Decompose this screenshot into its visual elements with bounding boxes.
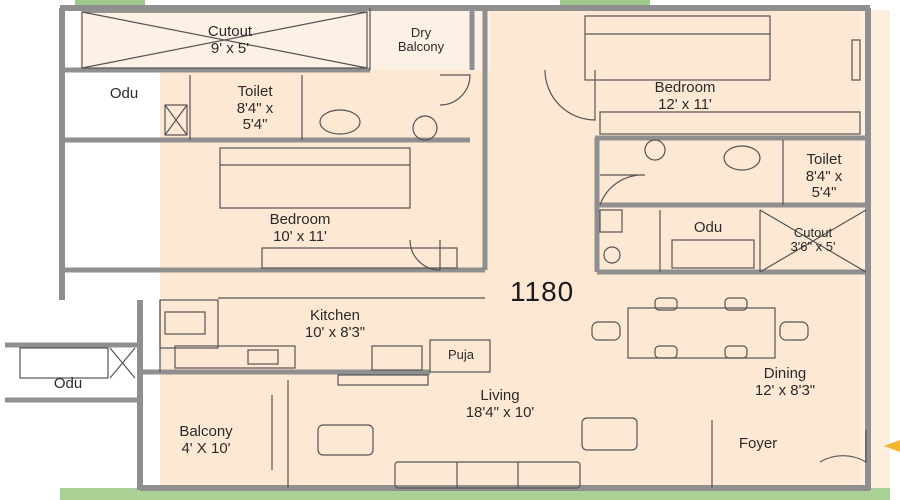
- chair-6: [779, 321, 809, 341]
- label-dry-balcony: Dry Balcony: [372, 25, 470, 55]
- room-name: Living: [480, 387, 520, 404]
- door-second: [409, 239, 441, 271]
- room-dims: 9' x 5': [210, 39, 250, 57]
- room-name: Bedroom: [269, 211, 331, 228]
- room-name: Cutout: [207, 23, 253, 40]
- room-dims: 10' x 11': [273, 227, 327, 245]
- chair-1: [654, 297, 678, 311]
- room-name: Odu: [109, 85, 139, 102]
- dining-table: [627, 307, 776, 359]
- wardrobe-master: [599, 111, 861, 135]
- label-foyer: Foyer: [716, 435, 800, 453]
- toilet-right-wc: [723, 145, 761, 171]
- cutout-right-diag2: [759, 209, 867, 273]
- room-name: Toilet: [806, 151, 842, 168]
- room-dims: 18'4" x 10': [465, 403, 535, 421]
- bed-second: [219, 147, 411, 209]
- kitchen-fridge: [371, 345, 423, 371]
- total-area: 1180: [510, 276, 575, 307]
- label-odu-balcony: Odu: [28, 375, 108, 393]
- terrace-edge-top: [75, 0, 145, 8]
- cutout-top-diag2: [81, 11, 368, 69]
- kitchen-counter: [174, 345, 296, 369]
- room-name: Dining: [763, 365, 807, 382]
- label-puja: Puja: [432, 347, 490, 362]
- room-name: Foyer: [738, 435, 778, 452]
- room-dims: 10' x 8'3": [304, 323, 366, 341]
- entry-arrow: [884, 440, 900, 452]
- room-name: Balcony: [179, 423, 233, 440]
- label-cutout-right: Cutout 3'6" x 5': [760, 225, 866, 255]
- room-name: Dry: [410, 25, 432, 40]
- label-odu-center: Odu: [668, 219, 748, 237]
- room-name: Kitchen: [309, 307, 361, 324]
- floor-fill-main: [160, 10, 870, 495]
- kitchen-sink: [247, 349, 279, 365]
- kitchen-counter-top: [159, 299, 219, 349]
- room-name: Cutout: [793, 225, 833, 240]
- wardrobe-second: [261, 247, 458, 269]
- label-toilet-left: Toilet 8'4" x 5'4": [205, 83, 305, 134]
- odu-left-x2: [164, 104, 188, 136]
- chair-5: [591, 321, 621, 341]
- door-entry: [819, 430, 867, 464]
- chair-3: [654, 345, 678, 359]
- odu-center-unit: [671, 239, 755, 269]
- room-name: Odu: [53, 375, 83, 392]
- chair-2: [724, 297, 748, 311]
- door-toilet-left: [439, 74, 471, 106]
- armchair-left: [317, 424, 374, 456]
- chair-4: [724, 345, 748, 359]
- odu-left-unit: [164, 104, 188, 136]
- sofa: [394, 461, 581, 489]
- label-living: Living 18'4" x 10': [415, 387, 585, 421]
- label-balcony: Balcony 4' X 10': [146, 423, 266, 457]
- puja-box: [429, 339, 491, 373]
- room-name: Odu: [693, 219, 723, 236]
- room-name-line2: Balcony: [397, 39, 445, 55]
- label-cutout-top: Cutout 9' x 5': [180, 23, 280, 57]
- room-name: Bedroom: [654, 79, 716, 96]
- tv-unit: [337, 374, 429, 386]
- washing-unit: [599, 209, 623, 233]
- room-dims-line2: 5'4": [811, 184, 837, 201]
- cutout-top-box: [81, 11, 368, 69]
- room-dims: 12' x 11': [658, 95, 712, 113]
- master-window: [851, 39, 861, 81]
- room-name: Puja: [447, 347, 475, 362]
- floor-fill-top: [80, 10, 490, 70]
- label-bedroom-second: Bedroom 10' x 11': [225, 211, 375, 245]
- toilet-left-basin: [412, 115, 438, 141]
- odu-balcony-x2: [109, 347, 136, 379]
- washing-sink: [603, 246, 621, 264]
- label-bedroom-master: Bedroom 12' x 11': [610, 79, 760, 113]
- door-toilet-right: [599, 174, 646, 206]
- room-dims-line2: 5'4": [242, 116, 268, 133]
- terrace-edge-top2: [560, 0, 650, 6]
- label-kitchen: Kitchen 10' x 8'3": [255, 307, 415, 341]
- room-name: Toilet: [237, 83, 273, 100]
- room-dims: 8'4" x: [805, 167, 843, 185]
- toilet-right-basin: [644, 139, 666, 161]
- room-dims: 8'4" x: [236, 99, 274, 117]
- room-dims: 12' x 8'3": [754, 381, 816, 399]
- room-dims: 3'6" x 5': [790, 239, 836, 255]
- odu-balcony-box: [19, 347, 109, 379]
- label-dining: Dining 12' x 8'3": [705, 365, 865, 399]
- bed-master: [584, 15, 771, 81]
- room-dims: 4' X 10': [181, 439, 231, 457]
- label-odu-left: Odu: [86, 85, 162, 103]
- door-master: [544, 69, 596, 121]
- label-toilet-right: Toilet 8'4" x 5'4": [780, 151, 868, 202]
- armchair-right: [581, 417, 638, 451]
- kitchen-stove: [164, 311, 206, 335]
- toilet-left-wc: [319, 109, 361, 135]
